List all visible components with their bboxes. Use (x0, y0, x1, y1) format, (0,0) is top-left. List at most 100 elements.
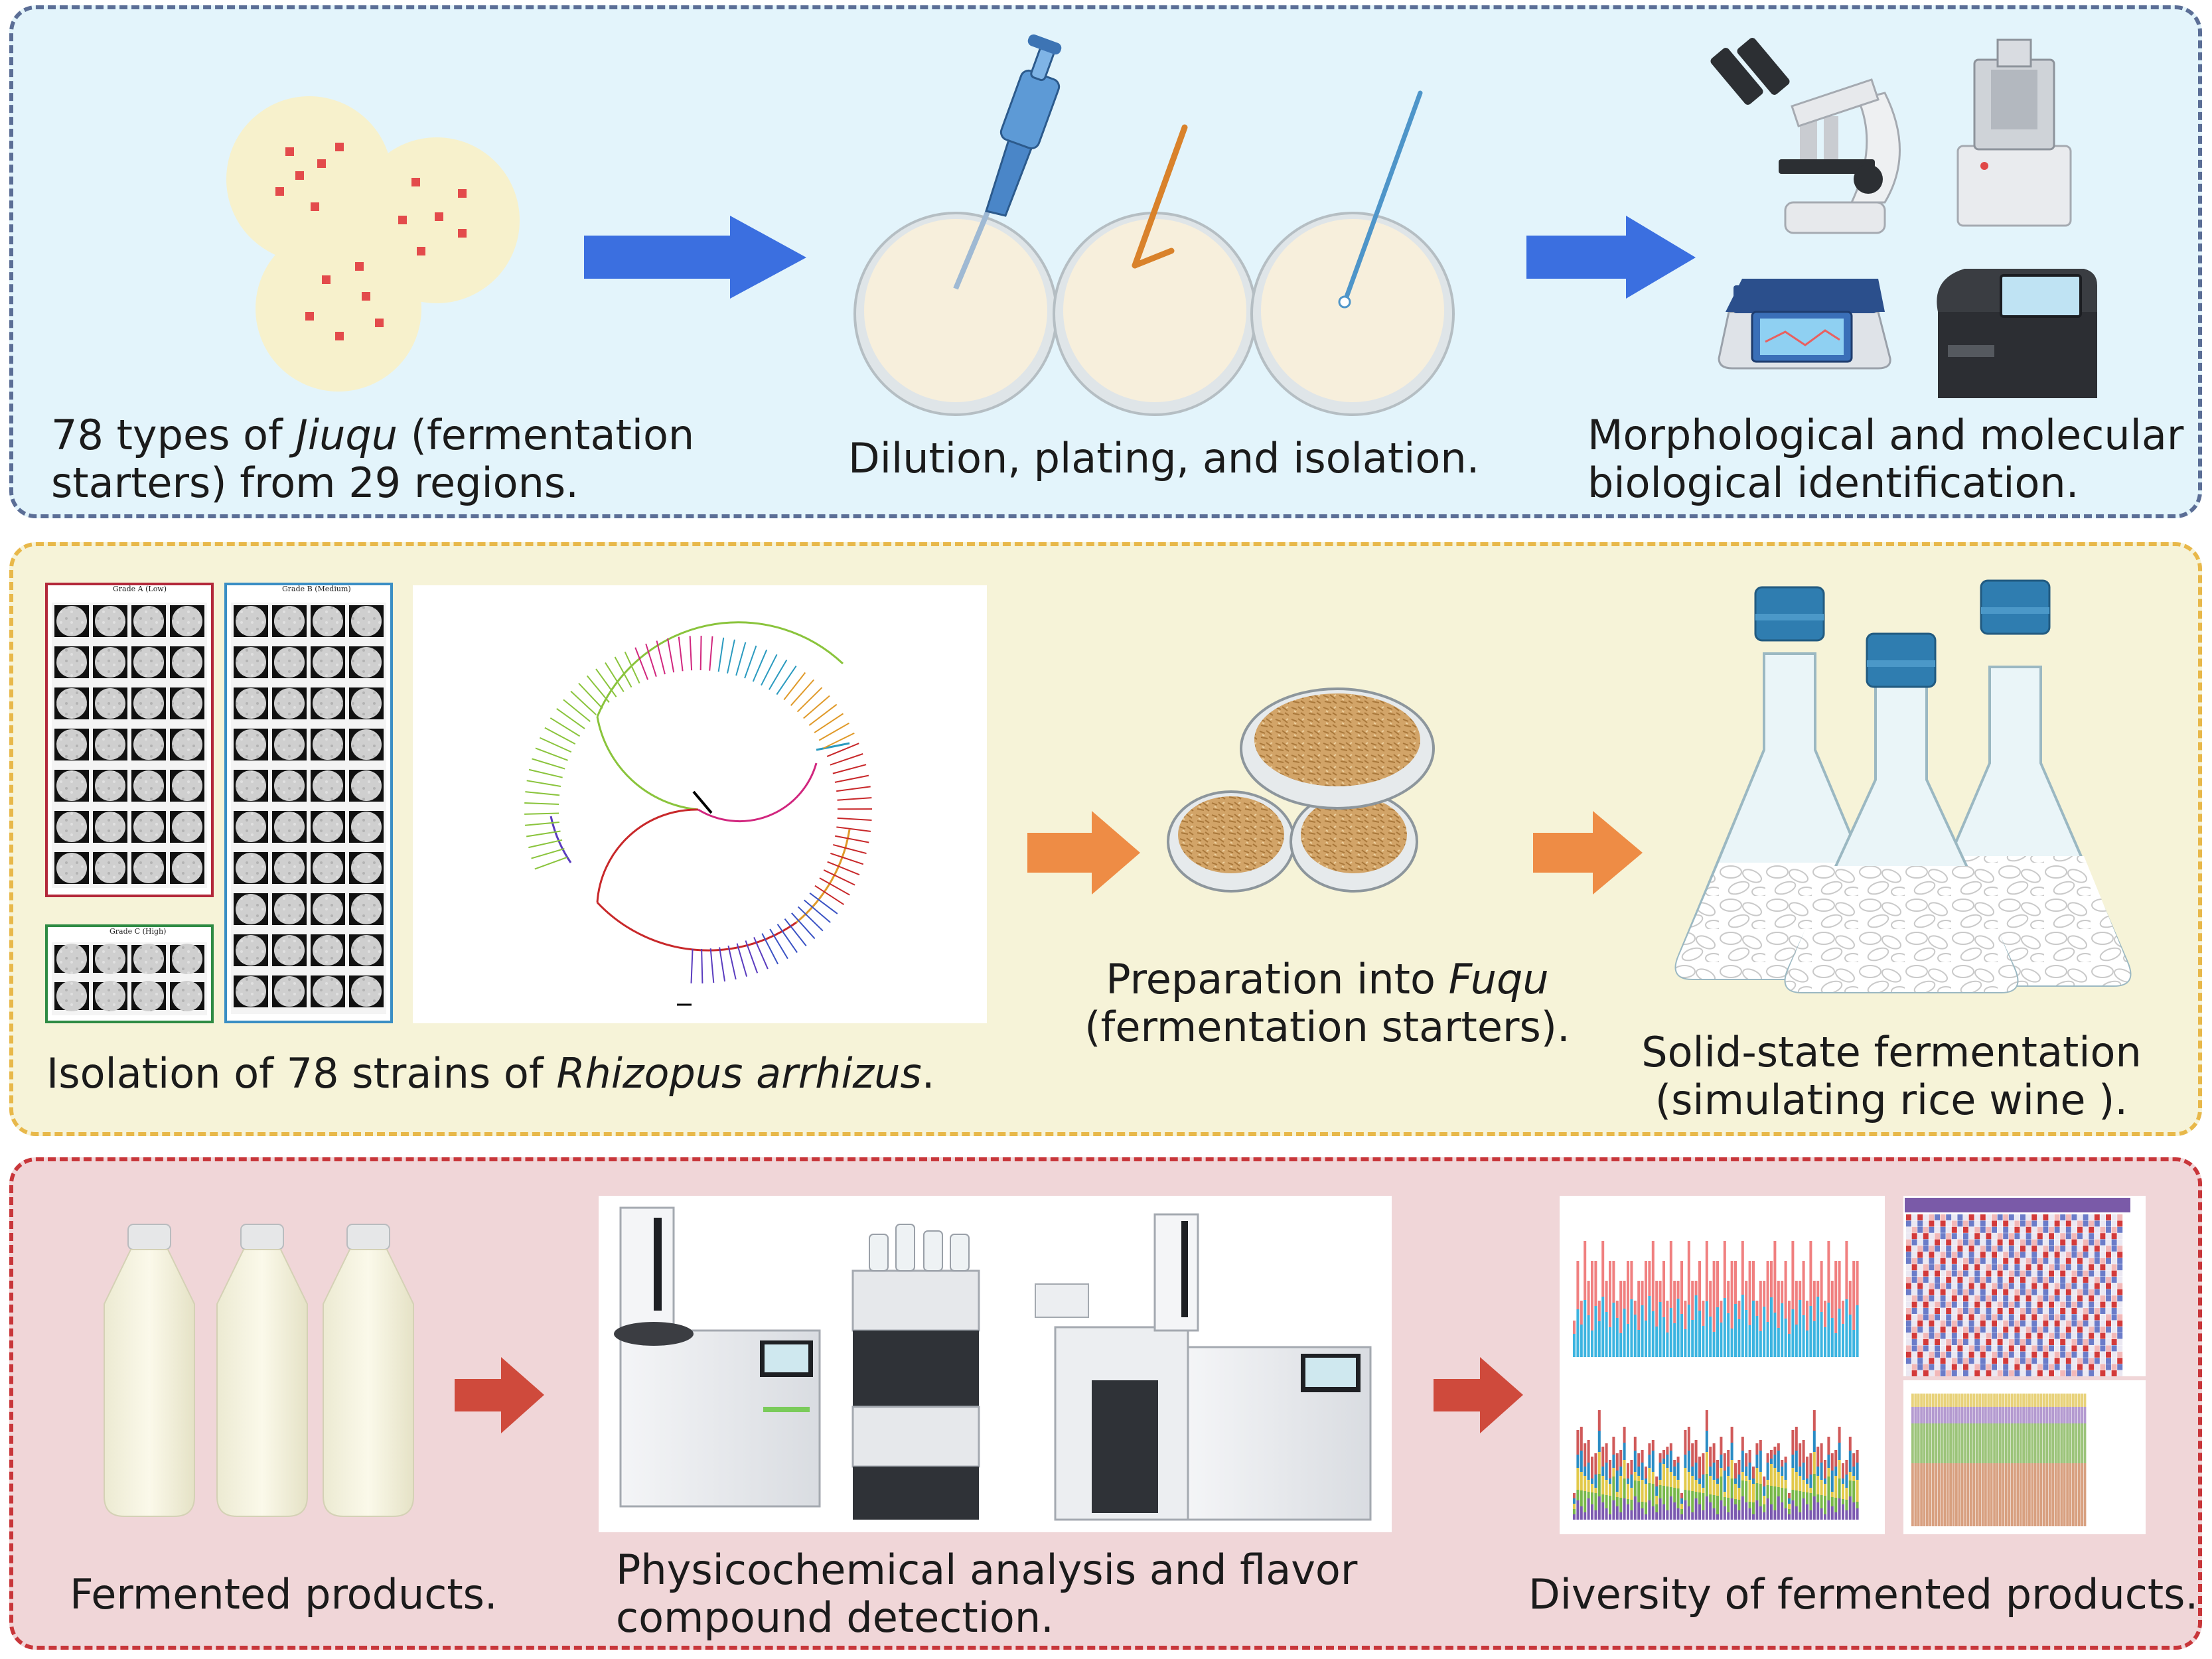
heatmap-cell (1957, 1358, 1963, 1364)
heatmap-cell (2071, 1239, 2077, 1246)
heatmap-cell (1963, 1301, 1968, 1308)
thumbnail-bar (1694, 1281, 1698, 1357)
heatmap-cell (2031, 1220, 2037, 1227)
heatmap-cell (2060, 1320, 2066, 1327)
heatmap-cell (1940, 1239, 1946, 1246)
heatmap-cell (2049, 1220, 2054, 1227)
heatmap-cell (2111, 1264, 2117, 1271)
heatmap-cell (1929, 1333, 1935, 1339)
heatmap-cell (1906, 1264, 1911, 1271)
heatmap-cell (1957, 1239, 1963, 1246)
heatmap-cell (2037, 1220, 2043, 1227)
heatmap-cell (2100, 1364, 2106, 1370)
heatmap-cell (2026, 1252, 2031, 1258)
heatmap-cell (2049, 1308, 2054, 1314)
heatmap-cell (1911, 1289, 1917, 1295)
thumbnail-bar (1737, 1301, 1741, 1357)
heatmap-cell (1963, 1258, 1968, 1264)
heatmap-cell (2111, 1277, 2117, 1283)
heatmap-cell (2054, 1283, 2060, 1289)
heatmap-cell (1963, 1246, 1968, 1252)
colony-plate-image (272, 852, 307, 884)
heatmap-cell (1940, 1246, 1946, 1252)
colony-plate-image (131, 605, 166, 637)
heatmap-cell (2100, 1301, 2106, 1308)
heatmap-cell (2014, 1327, 2020, 1333)
arrow-right-icon (1526, 216, 1696, 299)
heatmap-cell (1974, 1239, 1980, 1246)
heatmap-cell (1968, 1226, 1974, 1233)
thumbnail-bar (1838, 1427, 1841, 1520)
colony-plate-image (93, 981, 127, 1011)
heatmap-cell (2077, 1246, 2083, 1252)
heatmap-cell (1929, 1351, 1935, 1358)
colony-plate-image (311, 646, 345, 678)
heatmap-cell (2037, 1327, 2043, 1333)
heatmap-cell (1946, 1345, 1952, 1352)
colony-plate-image (93, 852, 127, 884)
thumbnail-bar (1641, 1281, 1644, 1357)
heatmap-cell (2054, 1226, 2060, 1233)
grade-c-label: Grade C (High) (110, 927, 167, 936)
colony-plate-image (272, 687, 307, 719)
heatmap-cell (2008, 1333, 2014, 1339)
heatmap-cell (2106, 1345, 2111, 1352)
heatmap-cell (1940, 1327, 1946, 1333)
heatmap-cell (2077, 1327, 2083, 1333)
heatmap-cell (2031, 1358, 2037, 1364)
thumbnail-bar (1848, 1437, 1852, 1520)
heatmap-cell (1946, 1258, 1952, 1264)
heatmap-cell (2077, 1239, 2083, 1246)
heatmap-cell (1940, 1370, 1946, 1376)
heatmap-cell (2060, 1308, 2066, 1314)
heatmap-cell (2089, 1364, 2095, 1370)
heatmap-cell (2049, 1345, 2054, 1352)
heatmap-cell (2049, 1233, 2054, 1240)
heatmap-cell (2049, 1226, 2054, 1233)
thumbnail-bar (1770, 1450, 1773, 1520)
heatmap-cell (2077, 1339, 2083, 1345)
tree-branch (550, 717, 581, 737)
thumbnail-bar (1827, 1241, 1830, 1357)
heatmap-cell (1986, 1333, 1992, 1339)
heatmap-cell (2037, 1308, 2043, 1314)
tree-branch (819, 877, 850, 896)
thumbnail-bar (1673, 1460, 1676, 1520)
tree-branch (769, 659, 788, 690)
tree-branch (539, 737, 572, 753)
heatmap-cell (2031, 1301, 2037, 1308)
heatmap-cell (2049, 1364, 2054, 1370)
thumbnail-bar (1824, 1460, 1826, 1520)
heatmap-cell (2111, 1333, 2117, 1339)
thumbnail-bar (1770, 1261, 1773, 1357)
heatmap-cell (2089, 1301, 2095, 1308)
heatmap-cell (2008, 1246, 2014, 1252)
heatmap-cell (2003, 1264, 2009, 1271)
heatmap-cell (2065, 1327, 2071, 1333)
tree-branch (526, 830, 561, 837)
heatmap-cell (1923, 1214, 1929, 1220)
heatmap-cell (1935, 1364, 1940, 1370)
heatmap-cell (1997, 1308, 2003, 1314)
heatmap-cell (2026, 1264, 2031, 1271)
heatmap-cell (2106, 1364, 2111, 1370)
heatmap-cell (2043, 1277, 2049, 1283)
heatmap-cell (2049, 1214, 2054, 1220)
heatmap-cell (1986, 1289, 1992, 1295)
heatmap-cell (1963, 1233, 1968, 1240)
heatmap-cell (2117, 1239, 2123, 1246)
heatmap-cell (1923, 1270, 1929, 1277)
heatmap-cell (1917, 1351, 1923, 1358)
heatmap-cell (2065, 1289, 2071, 1295)
tree-branch (535, 747, 568, 761)
thumbnail-bar (1615, 1453, 1619, 1520)
heatmap-cell (1946, 1351, 1952, 1358)
thumbnail-bar (1834, 1450, 1838, 1520)
heatmap-cell (2060, 1277, 2066, 1283)
heatmap-cell (2117, 1258, 2123, 1264)
heatmap-cell (1911, 1351, 1917, 1358)
heatmap-cell (1906, 1301, 1911, 1308)
thumbnail-bar (1791, 1430, 1795, 1520)
colony-plate-image (349, 893, 384, 925)
thumbnail-bar (1737, 1460, 1741, 1520)
